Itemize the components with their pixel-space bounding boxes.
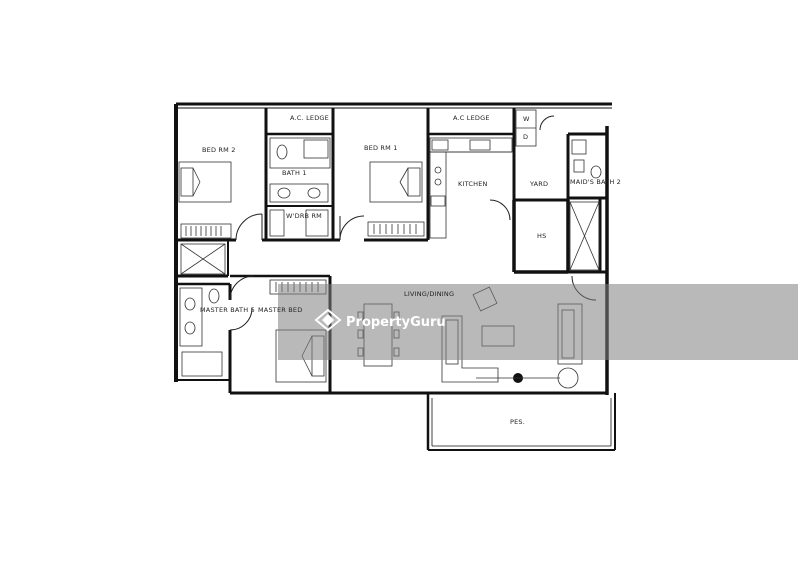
- room-labels: A.C. LEDGE A.C LEDGE BED RM 2 BED RM 1 B…: [200, 114, 621, 426]
- bed-rm-2-furniture: [178, 161, 232, 239]
- bed-rm-1-furniture: [367, 161, 425, 237]
- maids-bath-fixtures: [571, 139, 602, 179]
- label-master-bed: MASTER BED: [258, 306, 302, 314]
- kitchen-fixtures: [429, 137, 513, 239]
- label-bath-1: BATH 1: [282, 169, 307, 177]
- label-maids-bath: MAID'S BATH 2: [570, 178, 621, 186]
- label-ac-ledge-right: A.C LEDGE: [453, 114, 490, 122]
- label-bed-rm-2: BED RM 2: [202, 146, 236, 154]
- bath-1-fixtures: [269, 137, 331, 237]
- pes-outline: [426, 393, 616, 451]
- label-bed-rm-1: BED RM 1: [364, 144, 398, 152]
- watermark-text: PropertyGuru: [346, 315, 446, 330]
- interior-walls: [176, 108, 607, 393]
- label-yard: YARD: [529, 180, 548, 188]
- watermark-logo-icon: [314, 308, 342, 332]
- label-pes: PES.: [510, 418, 525, 426]
- label-master-bath: MASTER BATH 5: [200, 306, 255, 314]
- master-bath-fixtures: [179, 287, 223, 377]
- label-hs: HS: [537, 232, 546, 240]
- exterior-walls: [174, 102, 612, 395]
- label-kitchen: KITCHEN: [458, 180, 488, 188]
- watermark-band: [278, 284, 798, 360]
- label-wdrb-rm: W'DRB RM: [286, 212, 322, 220]
- yard-fixtures: [515, 109, 537, 147]
- service-shafts: [180, 201, 600, 275]
- watermark: PropertyGuru: [278, 284, 798, 360]
- label-ac-ledge-left: A.C. LEDGE: [290, 114, 329, 122]
- label-dryer: D: [523, 133, 528, 141]
- label-washer: W: [523, 115, 530, 123]
- label-living-dining: LIVING/DINING: [404, 290, 454, 298]
